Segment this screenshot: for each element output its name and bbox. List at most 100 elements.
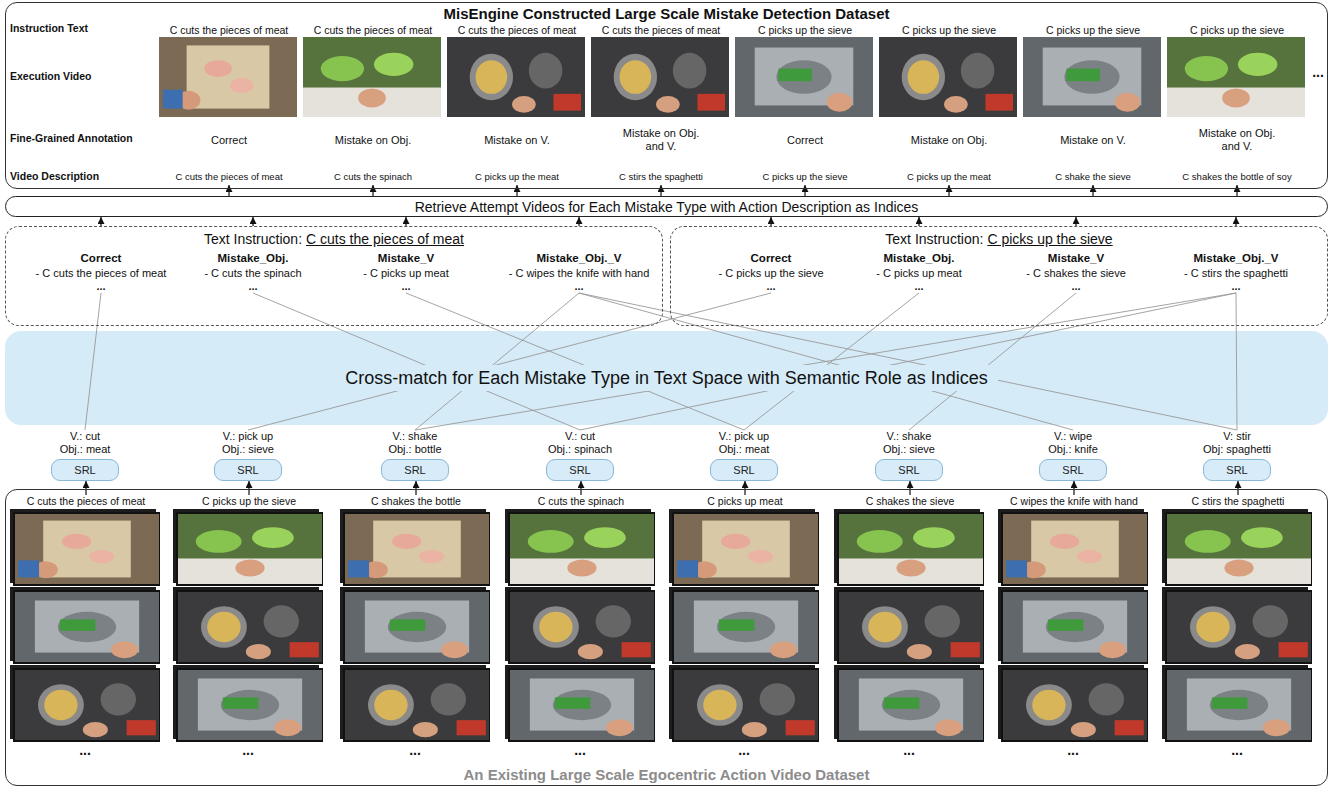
- srl-object: Obj.: knife: [1039, 443, 1106, 456]
- video-stack: [834, 509, 984, 741]
- video-stack: [998, 509, 1148, 741]
- gap: [1167, 161, 1307, 171]
- mistake-column: Mistake_V- C shakes the sieve...: [1026, 251, 1126, 293]
- video-caption: C picks up meat: [670, 495, 820, 508]
- video-stack: [173, 509, 323, 741]
- srl-verb: V.: wipe: [1039, 430, 1106, 443]
- label-holder: Fine-Grained Annotation: [10, 132, 155, 146]
- mistake-column: Correct- C cuts the pieces of meat...: [36, 251, 167, 293]
- sample-column: C cuts the pieces of meatMistake on V.C …: [447, 23, 587, 185]
- video-caption: C cuts the spinach: [506, 495, 656, 508]
- arrow-connector: [660, 185, 661, 196]
- match-line: [744, 293, 919, 430]
- mistake-example: - C cuts the pieces of meat: [36, 266, 167, 280]
- mistake-column: Correct- C picks up the sieve...: [718, 251, 823, 293]
- mistake-example: - C picks up the sieve: [718, 266, 823, 280]
- sample-column: C picks up the sieveMistake on Obj. and …: [1167, 23, 1307, 185]
- image-slot: [735, 37, 875, 119]
- srl-module: V.: pick upObj.: meatSRL: [710, 430, 777, 481]
- srl-object: Obj: spaghetti: [1203, 443, 1271, 456]
- srl-module: V.: cutObj.: spinachSRL: [546, 430, 613, 481]
- mistake-example: - C stirs the spaghetti: [1184, 266, 1288, 280]
- mistake-type: Mistake_Obj.: [876, 251, 962, 266]
- figure-title: MisEngine Constructed Large Scale Mistak…: [6, 5, 1327, 23]
- video-caption: C wipes the knife with hand: [999, 495, 1149, 508]
- video-stack: [505, 509, 655, 741]
- srl-object: Obj.: sieve: [875, 443, 942, 456]
- mistake-type: Mistake_Obj._V: [1184, 251, 1288, 266]
- image-slot: [159, 37, 299, 119]
- label-holder: ...: [724, 742, 764, 759]
- srl-verb: V.: shake: [381, 430, 448, 443]
- match-line: [1236, 293, 1237, 430]
- ellipsis: ...: [395, 742, 435, 759]
- srl-icon: SRL: [546, 459, 613, 481]
- band-fill: [5, 331, 1328, 425]
- mistake-column: Mistake_Obj._V- C stirs the spaghetti...: [1184, 251, 1288, 293]
- row-label: Execution Video: [10, 70, 155, 84]
- arrow-connector: [1075, 217, 1076, 226]
- instruction-text: C picks up the sieve: [1023, 23, 1163, 37]
- match-line: [909, 293, 1076, 430]
- video-caption: C cuts the pieces of meat: [11, 495, 161, 508]
- gap: [159, 161, 299, 171]
- match-line: [85, 293, 101, 430]
- video-column: C shakes the bottle: [341, 495, 491, 743]
- row-label: Instruction Text: [10, 22, 155, 36]
- ellipsis: ...: [509, 280, 650, 293]
- cross-match-band: Cross-match for Each Mistake Type in Tex…: [5, 331, 1328, 425]
- arrow-connector: [85, 481, 86, 495]
- video-stack: [10, 509, 160, 741]
- mistake-type: Mistake_Obj._V: [509, 251, 650, 266]
- annotation-text: Correct: [186, 119, 272, 161]
- arrow-connector: [248, 481, 249, 495]
- ellipsis: ...: [228, 742, 268, 759]
- ellipsis: ...: [1307, 64, 1329, 81]
- mistake-example: - C picks up meat: [876, 266, 962, 280]
- srl-verb: V.: cut: [51, 430, 118, 443]
- description-text: C cuts the spinach: [303, 171, 443, 183]
- label-holder: ...: [1217, 742, 1257, 759]
- ellipsis: ...: [363, 280, 449, 293]
- image-slot: [447, 37, 587, 119]
- video-column: C picks up the sieve: [174, 495, 324, 743]
- ellipsis: ...: [36, 280, 167, 293]
- execution-frame: [1167, 37, 1305, 117]
- sample-column: C picks up the sieveCorrectC picks up th…: [735, 23, 875, 185]
- video-caption: C stirs the spaghetti: [1163, 495, 1313, 508]
- video-column: C wipes the knife with hand: [999, 495, 1149, 743]
- video-caption: C shakes the bottle: [341, 495, 491, 508]
- sample-column: C cuts the pieces of meatCorrectC cuts t…: [159, 23, 299, 185]
- srl-verb: V: stir: [1203, 430, 1271, 443]
- srl-verb: V.: shake: [875, 430, 942, 443]
- ellipsis: ...: [724, 742, 764, 759]
- annotation-text: Mistake on Obj.: [330, 119, 416, 161]
- image-slot: [879, 37, 1019, 119]
- srl-icon: SRL: [214, 459, 281, 481]
- mistake-type: Mistake_V: [1026, 251, 1126, 266]
- label-holder: ...: [1307, 64, 1329, 81]
- arrow-connector: [228, 185, 229, 196]
- ellipsis: ...: [1184, 280, 1288, 293]
- sample-column: C cuts the pieces of meatMistake on Obj.…: [591, 23, 731, 185]
- arrow-connector: [1236, 185, 1237, 196]
- srl-object: Obj.: spinach: [546, 443, 613, 456]
- label-holder: ...: [395, 742, 435, 759]
- mistake-column: Mistake_Obj.- C cuts the spinach...: [204, 251, 301, 293]
- srl-icon: SRL: [51, 459, 118, 481]
- execution-frame: [879, 37, 1017, 117]
- arrow-connector: [1237, 481, 1238, 495]
- label-holder: ...: [889, 742, 929, 759]
- ellipsis: ...: [718, 280, 823, 293]
- match-line: [248, 293, 771, 430]
- ellipsis: ...: [1026, 280, 1126, 293]
- srl-object: Obj.: bottle: [381, 443, 448, 456]
- description-text: C cuts the pieces of meat: [159, 171, 299, 183]
- video-column: C shakes the sieve: [835, 495, 985, 743]
- ellipsis: ...: [65, 742, 105, 759]
- label-holder: ...: [560, 742, 600, 759]
- gap: [735, 161, 875, 171]
- srl-icon: SRL: [1039, 459, 1106, 481]
- sample-column: C picks up the sieveMistake on Obj.C pic…: [879, 23, 1019, 185]
- description-text: C picks up the meat: [879, 171, 1019, 183]
